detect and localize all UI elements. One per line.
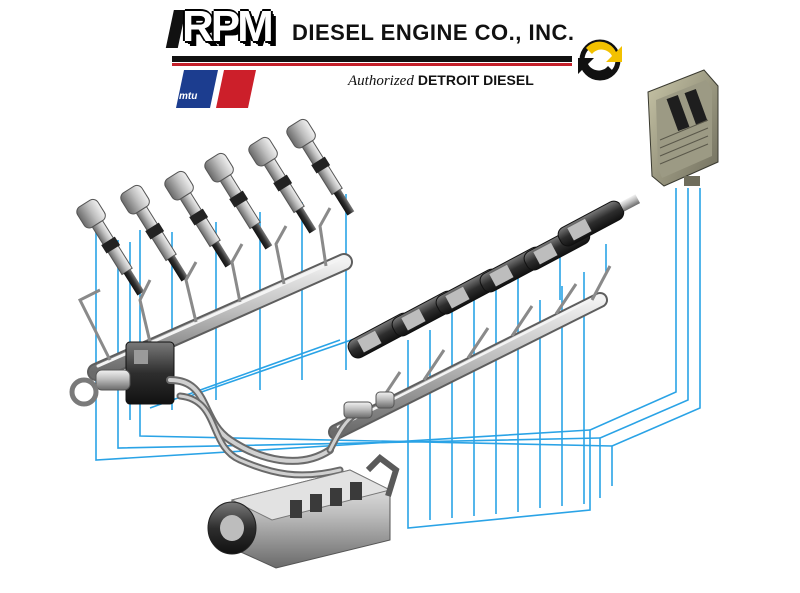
mtu-logo: [176, 70, 256, 108]
mtu-logo-blue: [176, 70, 218, 108]
header-stripe-red: [172, 63, 572, 66]
high-pressure-fuel-pump: [207, 454, 400, 569]
rpm-logo: [165, 10, 572, 66]
mtu-logo-red: [216, 70, 256, 108]
common-rail-right: [328, 292, 608, 440]
injector-left-6: [286, 118, 355, 216]
mtu-logo-text: mtu: [179, 91, 198, 102]
detroit-diesel-icon: [578, 39, 622, 81]
detroit-diesel-arrow-icon: [586, 41, 622, 62]
injector-left-3: [164, 170, 233, 268]
fuel-injectors-right-bank: [347, 194, 641, 403]
rpm-logo-initials: RPM: [182, 2, 274, 51]
rpm-logo-shadow-block: [165, 10, 186, 48]
rail-valve-block: [69, 341, 175, 407]
ecm-connector-2: [684, 88, 708, 126]
fuel-injectors-left-bank: [76, 118, 355, 361]
injector-right-6: [557, 194, 641, 247]
tagline-brand: DETROIT DIESEL: [417, 72, 534, 88]
injector-left-2: [120, 184, 189, 282]
detroit-diesel-arrow-icon-2: [578, 58, 614, 79]
injector-left-4: [204, 152, 273, 250]
injector-left-5: [248, 136, 317, 234]
header-stripe-black: [172, 56, 572, 62]
high-pressure-lines: [166, 376, 360, 479]
injector-left-1: [76, 198, 145, 296]
rail-fittings-right: [343, 391, 395, 419]
company-name: DIESEL ENGINE CO., INC.: [292, 20, 575, 45]
ecm-mount-foot: [684, 176, 700, 186]
engine-control-module: [647, 69, 719, 187]
ecm-connector-1: [666, 94, 690, 132]
tagline-prefix: Authorized: [348, 73, 414, 89]
wiring-harness: [95, 188, 701, 529]
